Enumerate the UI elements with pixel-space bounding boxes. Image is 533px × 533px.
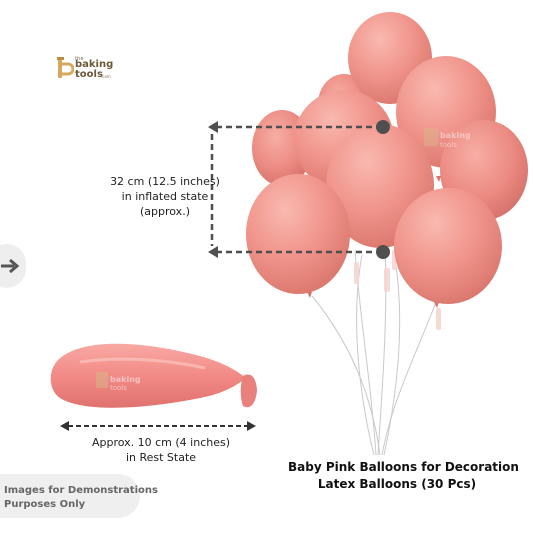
watermark-text-2: tools [440, 141, 457, 149]
rest-size-label: Approx. 10 cm (4 inches) in Rest State [88, 435, 234, 465]
watermark-logo: baking tools [424, 128, 471, 149]
logo-text-1: baking [75, 59, 114, 70]
rest-size-line-1: Approx. 10 cm (4 inches) [91, 436, 231, 449]
rest-dimension-guide [60, 421, 256, 431]
watermark-logo-deflated: baking tools [96, 372, 141, 392]
inflated-size-label: 32 cm (12.5 inches) in inflated state (a… [104, 174, 226, 219]
inflated-size-line-2: in inflated state [121, 190, 209, 203]
arrow-right-icon [1, 258, 20, 274]
watermark-text-4: tools [110, 384, 127, 392]
product-title: Baby Pink Balloons for Decoration Latex … [288, 459, 519, 493]
disclaimer-line-2: Purposes Only [4, 499, 86, 510]
product-title-line-1: Baby Pink Balloons for Decoration [288, 460, 519, 474]
disclaimer-badge: Images for Demonstrations Purposes Only [0, 474, 158, 518]
whisk-icon [57, 57, 74, 78]
logo-text-2: tools [75, 69, 103, 80]
balloon-cluster [246, 12, 528, 308]
watermark-text-1: baking [440, 131, 471, 140]
dimension-arrowheads [208, 120, 390, 259]
logo-domain-text: .com [101, 74, 111, 79]
dimension-guides [210, 125, 378, 254]
brand-logo: the baking tools .com [56, 56, 116, 82]
rest-size-line-2: in Rest State [125, 451, 197, 464]
disclaimer-line-1: Images for Demonstrations [4, 485, 158, 496]
product-title-line-2: Latex Balloons (30 Pcs) [317, 477, 477, 491]
next-image-button[interactable] [0, 244, 26, 288]
inflated-size-line-3: (approx.) [140, 205, 190, 218]
logo-small-text: the [75, 56, 84, 62]
deflated-balloon [50, 343, 257, 408]
inflated-size-line-1: 32 cm (12.5 inches) [110, 175, 220, 188]
watermark-text-3: baking [110, 375, 141, 384]
